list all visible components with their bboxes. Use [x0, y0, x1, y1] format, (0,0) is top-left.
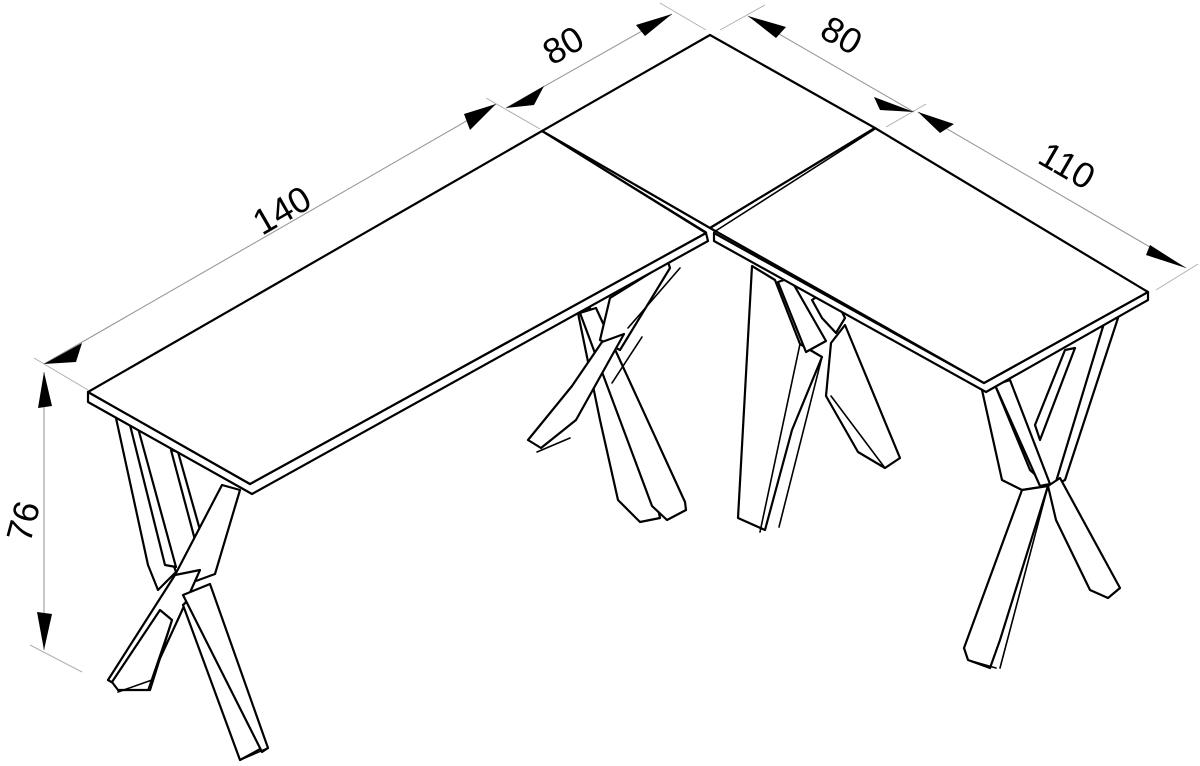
seam-corner-right	[713, 128, 876, 233]
tabletop	[86, 33, 1150, 496]
dimension-label-80-right: 80	[814, 7, 869, 63]
arrowhead	[506, 86, 544, 108]
left-panel-top	[86, 129, 708, 486]
dimension-label-110: 110	[1032, 133, 1102, 197]
arrowhead	[38, 372, 52, 408]
dimension-label-140: 140	[246, 177, 319, 243]
x-leg-back-right	[736, 264, 902, 533]
arrowhead	[464, 104, 496, 130]
x-leg-front-left	[106, 416, 270, 762]
arrowhead	[918, 112, 954, 133]
arrowhead	[44, 343, 82, 364]
arrowhead	[748, 16, 786, 38]
seam-left-corner	[541, 130, 707, 233]
arrowhead	[1146, 245, 1186, 268]
arrowhead	[636, 14, 672, 36]
x-leg-front-right	[962, 316, 1122, 670]
right-panel-top	[708, 126, 1150, 385]
dimension-label-76: 76	[0, 497, 48, 546]
dimension-height: 76	[0, 372, 83, 673]
arrowhead	[874, 97, 914, 112]
arrowhead	[37, 612, 52, 650]
